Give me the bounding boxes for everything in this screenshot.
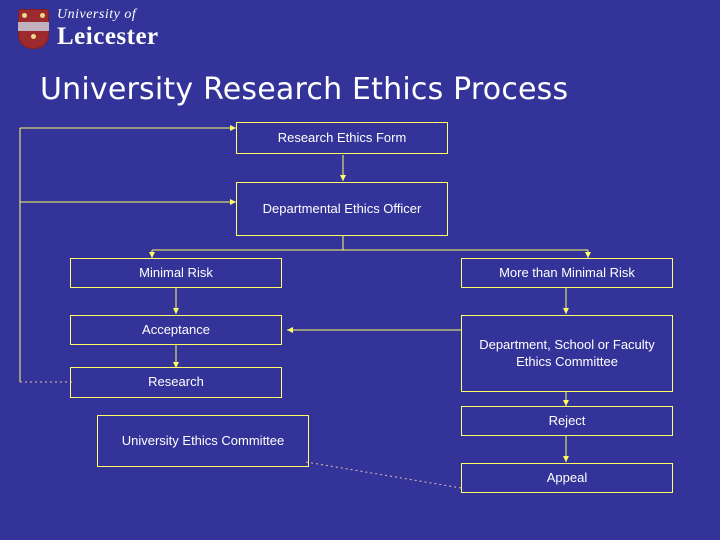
crest-band [18,21,49,31]
flowchart: Research Ethics Form Departmental Ethics… [0,110,720,540]
logo-wordmark: University of Leicester [57,7,159,50]
university-logo: University of Leicester [18,8,159,49]
crest-dot-bottom [31,33,36,39]
node-label: Reject [548,412,586,428]
node-label: More than Minimal Risk [499,264,635,280]
node-research[interactable]: Research [70,367,282,398]
node-more-than-minimal-risk[interactable]: More than Minimal Risk [461,258,673,288]
node-label: Acceptance [142,321,210,337]
university-crest-icon [18,8,49,49]
node-university-ethics-committee[interactable]: University Ethics Committee [97,415,309,467]
node-label: Research [148,374,204,390]
node-label: Department, School or Faculty Ethics Com… [479,337,655,369]
logo-line-university: University of [57,7,137,22]
crest-dot-right [40,12,45,18]
node-label: Departmental Ethics Officer [262,200,422,216]
node-acceptance[interactable]: Acceptance [70,315,282,345]
node-research-ethics-form[interactable]: Research Ethics Form [236,122,448,154]
crest-dot-left [22,12,27,18]
node-label: Research Ethics Form [277,129,407,145]
node-reject[interactable]: Reject [461,406,673,436]
node-label: Appeal [546,469,588,485]
node-label: Minimal Risk [139,264,213,280]
logo-line-leicester: Leicester [57,23,159,50]
node-label: University Ethics Committee [121,432,285,448]
node-appeal[interactable]: Appeal [461,463,673,493]
node-minimal-risk[interactable]: Minimal Risk [70,258,282,288]
node-departmental-ethics-officer[interactable]: Departmental Ethics Officer [236,182,448,236]
page-title: University Research Ethics Process [40,72,569,107]
node-department-school-faculty-ethics-committee[interactable]: Department, School or Faculty Ethics Com… [461,315,673,392]
